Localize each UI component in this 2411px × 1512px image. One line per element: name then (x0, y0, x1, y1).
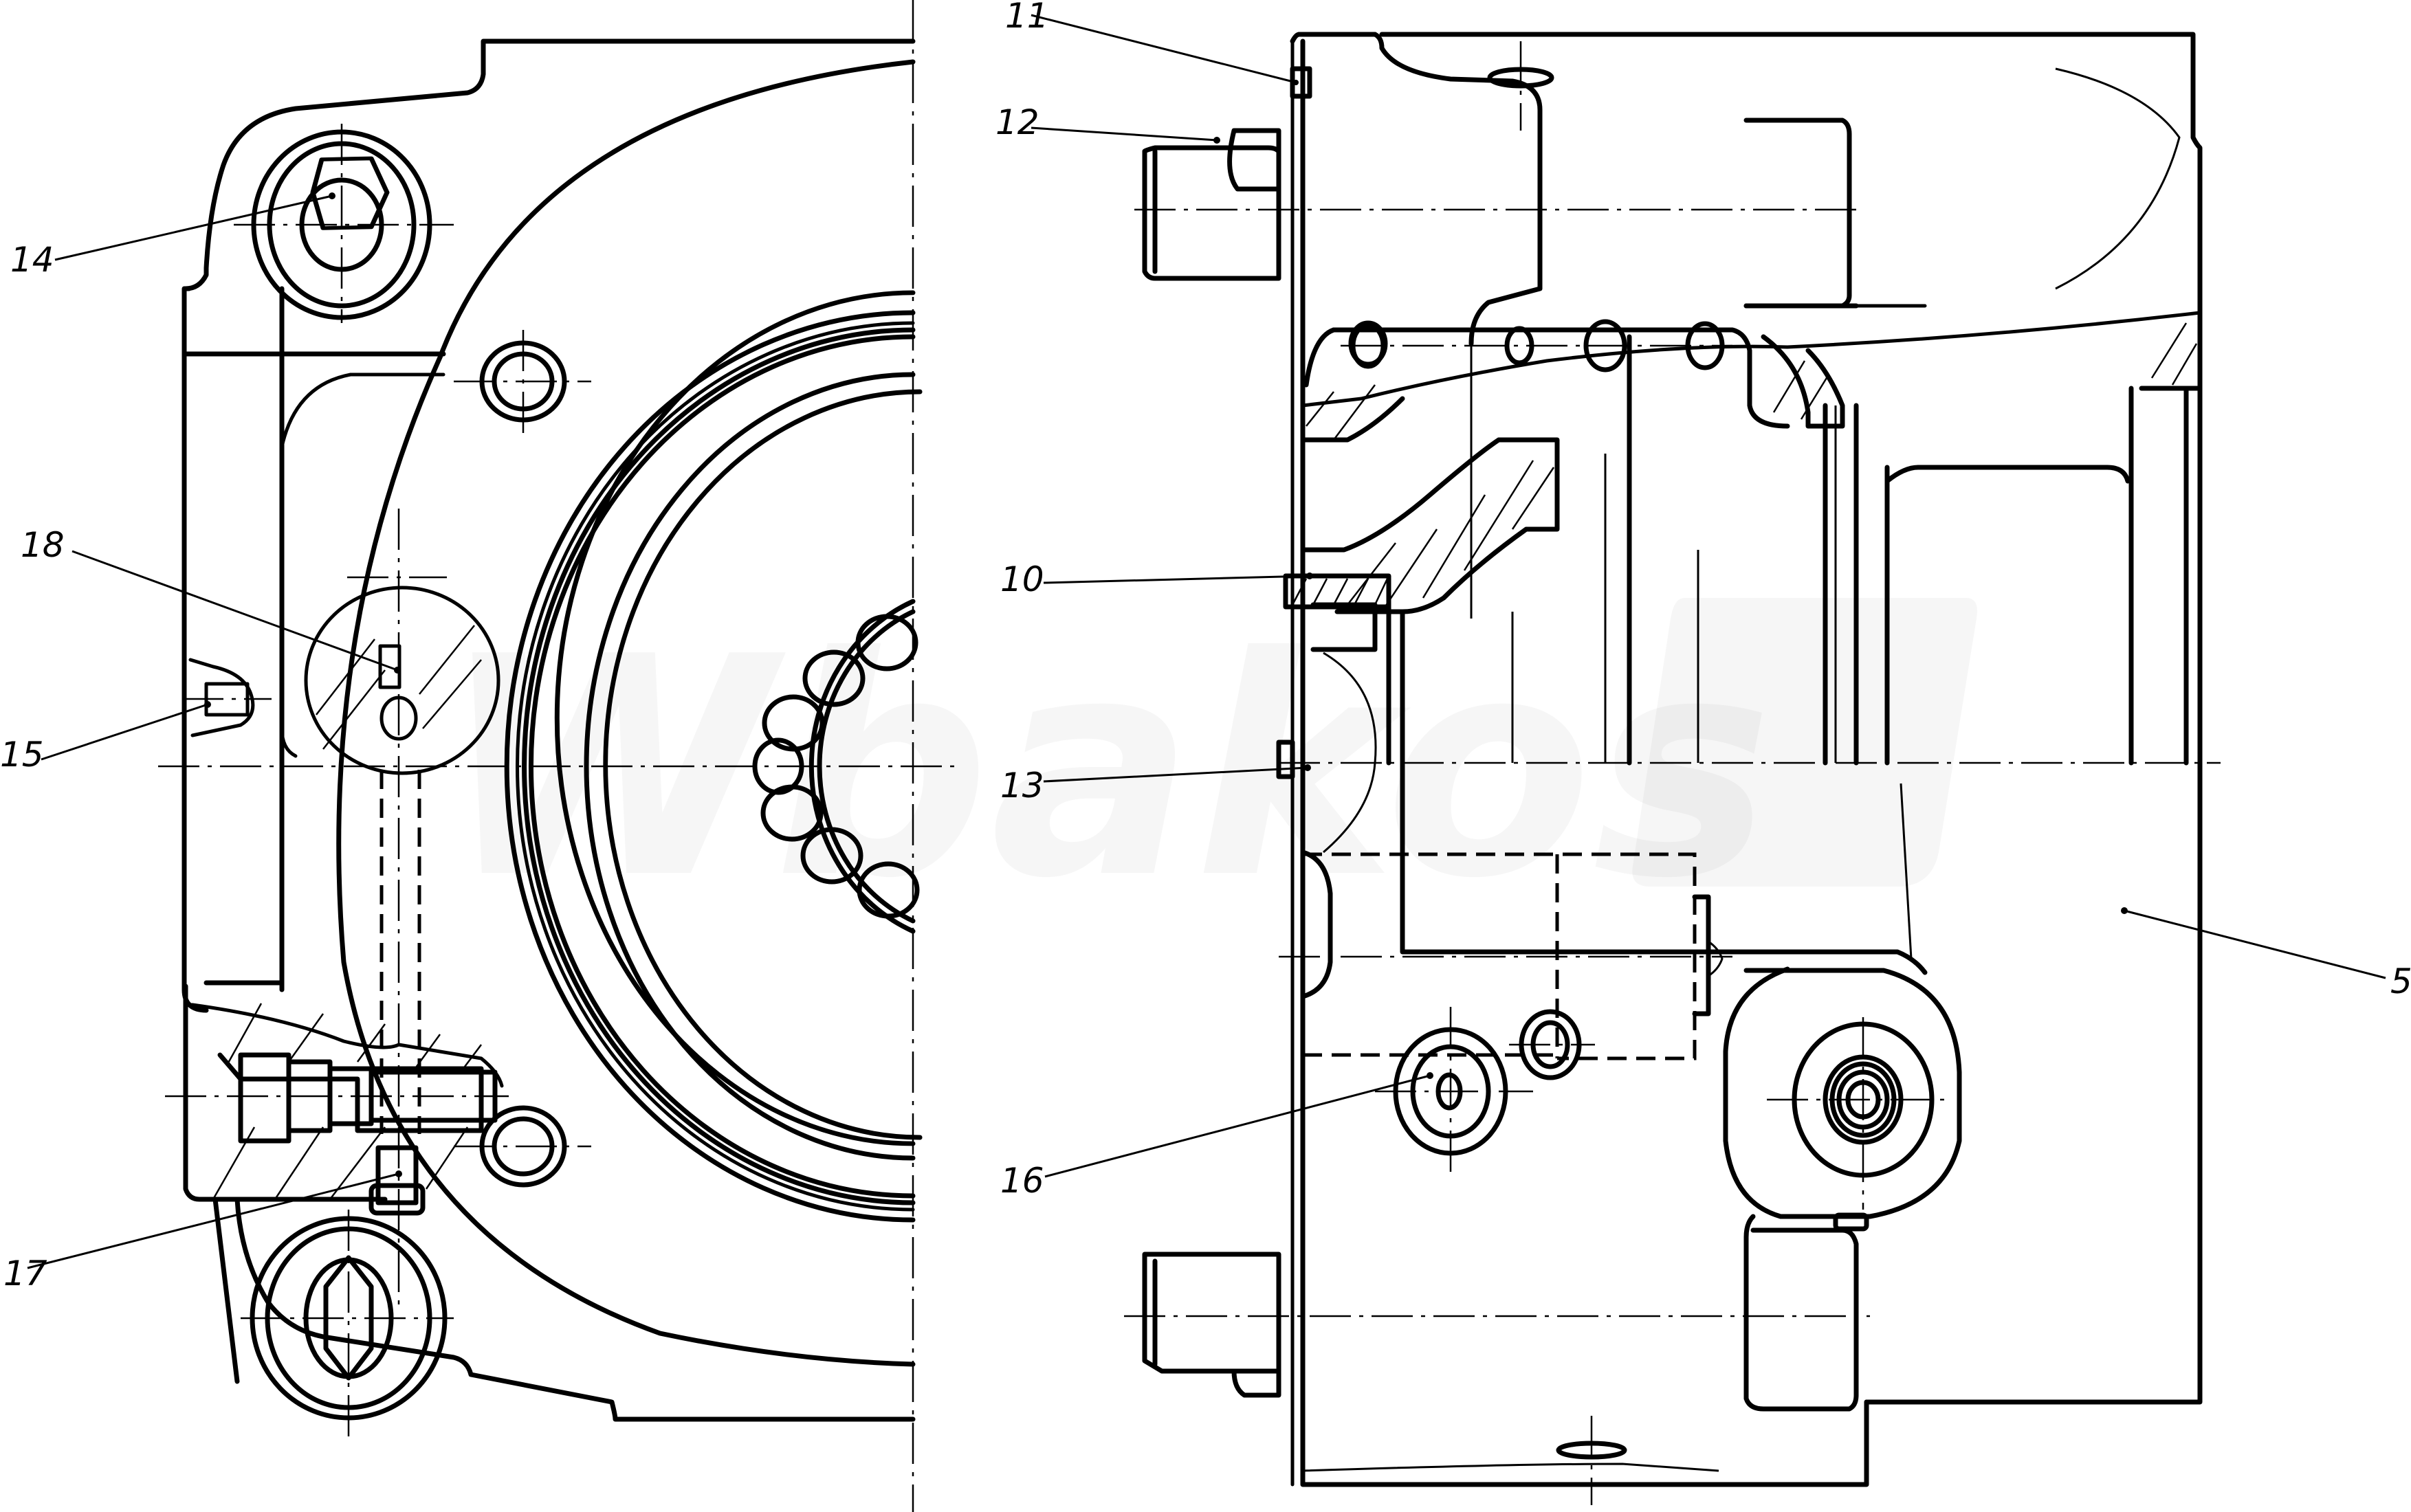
bearing-ring-4 (529, 334, 916, 1199)
roller-6 (800, 827, 863, 885)
callout-17: 17 (3, 1170, 402, 1293)
large-boss-housing (1723, 966, 1962, 1219)
callout-label-17: 17 (3, 1254, 47, 1293)
callout-18: 18 (21, 525, 401, 674)
housing-outline-top-left (181, 38, 916, 1013)
bearing-ring-2 (515, 321, 915, 1212)
lower-tab (1743, 1214, 1859, 1412)
adjuster-plug (238, 1052, 291, 1144)
housing-flange-arc (336, 59, 916, 1367)
bearing-rollers (752, 614, 920, 919)
roller-2 (802, 649, 866, 707)
callout-label-15: 15 (0, 735, 44, 775)
callout-15: 15 (0, 701, 211, 775)
callout-5: 5 (2121, 907, 2411, 1001)
callout-label-12: 12 (995, 102, 1039, 142)
hex-bolt-top-icon (310, 156, 390, 230)
housing-outline-bottom (234, 1197, 916, 1422)
bearing-ring-3 (521, 327, 916, 1205)
callout-11: 11 (1005, 0, 1299, 85)
bearing-ring-1 (504, 310, 916, 1223)
hex-bolt-bottom-icon (323, 1255, 374, 1381)
hidden-port (1303, 852, 1697, 1060)
callout-label-5: 5 (2390, 961, 2411, 1001)
hatched-wedge (1300, 437, 1560, 614)
housing-bottom-left-edge (212, 1197, 240, 1384)
housing-inner-cavity (280, 373, 445, 758)
watermark-logo-icon (1632, 598, 1977, 887)
roller-5 (760, 784, 824, 842)
watermark-text: Wbakos (440, 592, 1772, 944)
callout-14: 14 (10, 192, 335, 280)
callout-label-10: 10 (1000, 559, 1044, 599)
break-line (1301, 311, 2202, 408)
stud-12 (1134, 128, 1856, 281)
callout-13: 13 (1000, 764, 1311, 805)
hatched-sections (1283, 322, 2203, 999)
callout-16: 16 (1000, 1072, 1433, 1201)
section-circle (304, 586, 500, 775)
pin-13 (1276, 740, 1295, 779)
housing-right-outline (1379, 32, 2203, 1405)
housing-top-outline (1290, 32, 1543, 346)
callout-10: 10 (1000, 559, 1313, 599)
callout-label-16: 16 (1000, 1161, 1044, 1201)
callout-12: 12 (995, 102, 1220, 144)
plug-15 (182, 658, 272, 737)
callouts: 11 12 14 18 10 15 13 (0, 0, 2411, 1293)
callout-label-13: 13 (1000, 766, 1044, 805)
bearing-ring-6 (584, 372, 916, 1161)
screw-17 (375, 1145, 419, 1205)
bearing-ring-7 (603, 389, 923, 1140)
callout-label-18: 18 (21, 525, 65, 565)
section-detail-17 (165, 983, 509, 1216)
cage-inner-ring (817, 609, 916, 924)
stud-lower (1124, 1252, 1870, 1398)
roller-7 (857, 861, 920, 919)
cage-outer-ring (808, 599, 916, 934)
cover-block (1743, 118, 1852, 309)
callout-label-14: 14 (10, 240, 54, 280)
plate-top (1331, 327, 1790, 429)
shaft-section-lines (1470, 334, 2189, 766)
bearing-ring-5 (554, 290, 916, 1146)
roller-1 (855, 614, 918, 671)
front-view (158, 0, 962, 1512)
side-section-view (1124, 32, 2221, 1505)
housing-lower-inner (203, 767, 285, 986)
